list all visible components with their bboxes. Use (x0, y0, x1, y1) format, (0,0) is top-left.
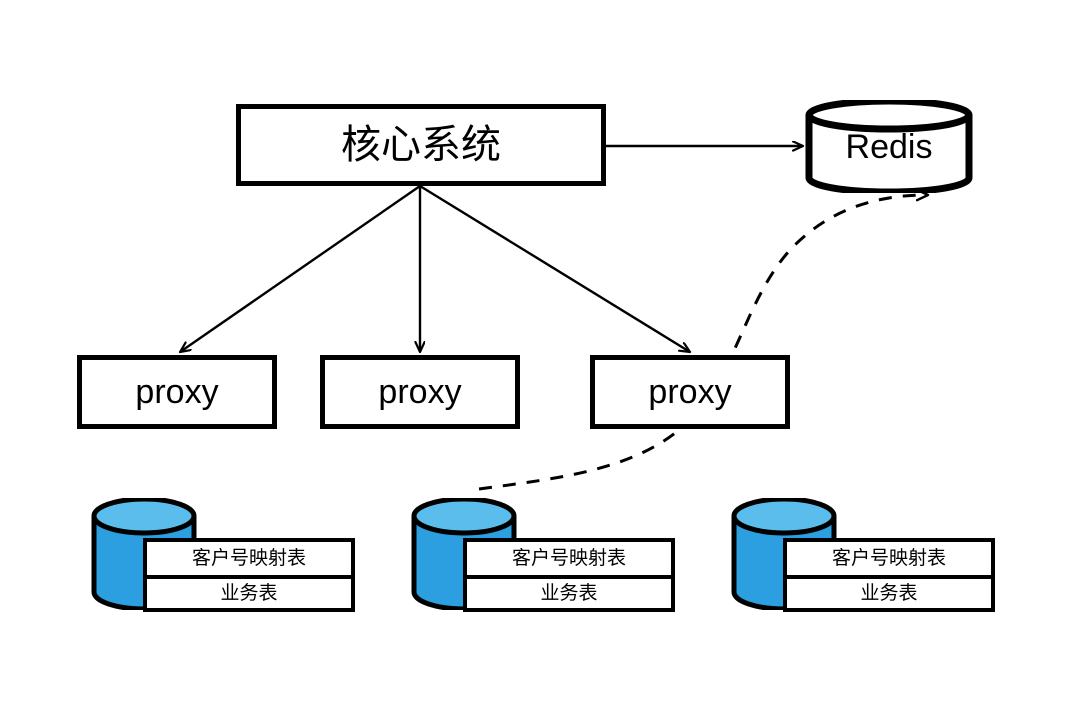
database-node-2[interactable]: 客户号映射表 业务表 (410, 498, 680, 620)
database-table-label: 业务表 (540, 583, 598, 604)
proxy-label-2: proxy (378, 373, 462, 411)
core-system-node[interactable]: 核心系统 (236, 104, 606, 186)
database-table-list-2: 客户号映射表 业务表 (463, 538, 675, 612)
database-table-row[interactable]: 业务表 (787, 575, 991, 608)
proxy-node-3[interactable]: proxy (590, 355, 790, 429)
database-table-label: 客户号映射表 (191, 548, 306, 569)
edge-core-to-proxy-3 (419, 184, 690, 352)
database-table-label: 业务表 (860, 583, 918, 604)
redis-node[interactable]: Redis (805, 100, 973, 193)
database-node-1[interactable]: 客户号映射表 业务表 (90, 498, 360, 620)
core-system-label: 核心系统 (341, 123, 501, 167)
database-table-list-3: 客户号映射表 业务表 (783, 538, 995, 612)
database-table-label: 客户号映射表 (511, 548, 626, 569)
redis-label: Redis (845, 127, 933, 166)
database-table-label: 客户号映射表 (831, 548, 946, 569)
database-table-row[interactable]: 客户号映射表 (147, 542, 351, 575)
proxy-node-1[interactable]: proxy (77, 355, 277, 429)
database-table-label: 业务表 (220, 583, 278, 604)
proxy-node-2[interactable]: proxy (320, 355, 520, 429)
database-table-row[interactable]: 客户号映射表 (467, 542, 671, 575)
database-table-row[interactable]: 业务表 (147, 575, 351, 608)
edge-database-to-redis-dashed (478, 195, 928, 491)
database-node-3[interactable]: 客户号映射表 业务表 (730, 498, 1000, 620)
redis-cylinder-shape (805, 100, 973, 193)
database-table-row[interactable]: 客户号映射表 (787, 542, 991, 575)
database-table-list-1: 客户号映射表 业务表 (143, 538, 355, 612)
proxy-label-3: proxy (648, 373, 732, 411)
proxy-label-1: proxy (135, 373, 219, 411)
edge-core-to-proxy-1 (180, 185, 421, 352)
database-table-row[interactable]: 业务表 (467, 575, 671, 608)
